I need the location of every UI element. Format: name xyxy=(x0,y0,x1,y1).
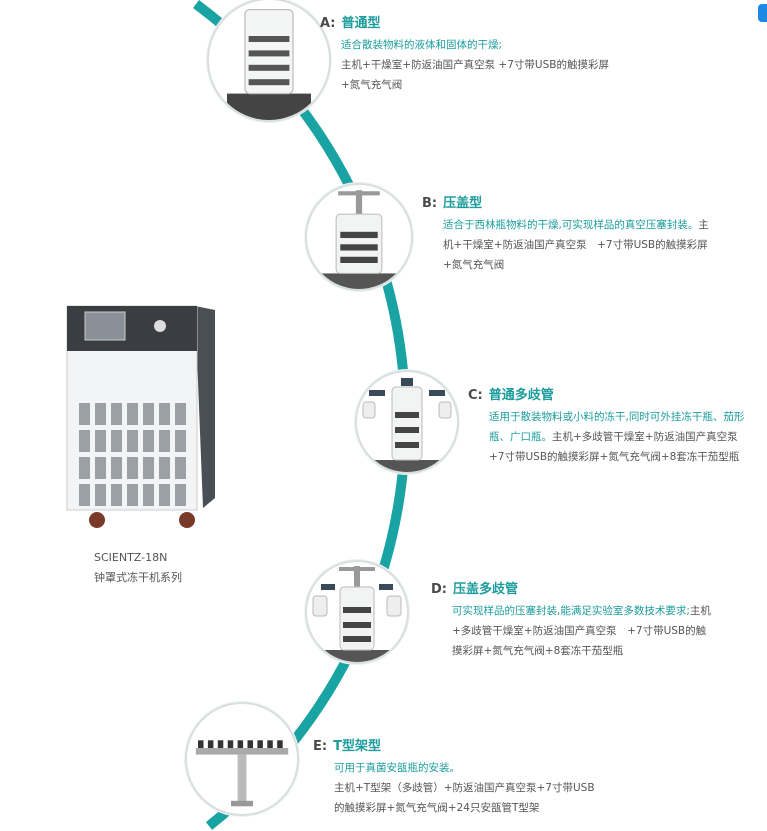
option-summary: 可用于真菌安瓿瓶的安装。 xyxy=(334,762,460,774)
vent-grille xyxy=(127,457,138,479)
option-title: 压盖多歧管 xyxy=(453,582,519,597)
vent-grille xyxy=(111,403,122,425)
option-letter: A: xyxy=(320,16,336,31)
option-d-image xyxy=(305,560,409,664)
option-summary: 适用于散装物料或小料的冻干,同时可外挂冻干瓶、茄形瓶、广口瓶。 xyxy=(489,411,745,443)
option-summary: 适合散装物料的液体和固体的干燥; xyxy=(341,39,503,51)
option-letter: B: xyxy=(422,196,438,211)
option-e: E: T型架型 可用于真菌安瓿瓶的安装。主机+T型架（多歧管）+防返油国产真空泵+… xyxy=(313,735,613,818)
vent-grille xyxy=(79,484,90,506)
vent-grille xyxy=(143,457,154,479)
option-d: D: 压盖多歧管 可实现样品的压塞封装,能满足实验室多数技术要求;主机+多歧管干燥… xyxy=(431,578,731,661)
vent-grille xyxy=(79,403,90,425)
option-summary: 可实现样品的压塞封装,能满足实验室多数技术要求; xyxy=(452,605,690,617)
vent-grille xyxy=(95,457,106,479)
vent-grille xyxy=(175,484,186,506)
option-c: C: 普通多歧管 适用于散装物料或小料的冻干,同时可外挂冻干瓶、茄形瓶、广口瓶。主… xyxy=(468,384,767,467)
vent-grille xyxy=(127,403,138,425)
option-config: 主机+干燥室+防返油国产真空泵 +7寸带USB的触摸彩屏+氮气充气阀 xyxy=(443,219,709,271)
machine-series: 钟罩式冻干机系列 xyxy=(94,571,182,584)
option-letter: D: xyxy=(431,582,447,597)
option-config: 主机+干燥室+防返油国产真空泵 +7寸带USB的触摸彩屏+氮气充气阀 xyxy=(341,59,609,91)
vent-grille xyxy=(111,430,122,452)
option-letter: E: xyxy=(313,739,328,754)
option-title: 普通多歧管 xyxy=(488,388,554,403)
vent-grille xyxy=(159,457,170,479)
vent-grille xyxy=(175,457,186,479)
vent-grille xyxy=(159,430,170,452)
machine-caption: SCIENTZ-18N 钟罩式冻干机系列 xyxy=(94,548,182,588)
vent-grille xyxy=(175,403,186,425)
vent-grille xyxy=(143,403,154,425)
vent-grille xyxy=(143,430,154,452)
option-config: 主机+T型架（多歧管）+防返油国产真空泵+7寸带USB的触摸彩屏+氮气充气阀+2… xyxy=(334,782,595,814)
freeze-dryer-image xyxy=(66,305,215,528)
vent-grille xyxy=(95,484,106,506)
option-b-image xyxy=(305,183,413,291)
option-config: 主机+多歧管干燥室+防返油国产真空泵 +7寸带USB的触摸彩屏+氮气充气阀+8套… xyxy=(452,605,711,657)
option-title: 压盖型 xyxy=(443,196,483,211)
option-c-image xyxy=(355,370,459,474)
machine-model: SCIENTZ-18N xyxy=(94,551,168,564)
vent-grille xyxy=(159,403,170,425)
option-config: 主机+多歧管干燥室+防返油国产真空泵 +7寸带USB的触摸彩屏+氮气充气阀+8套… xyxy=(489,431,749,463)
option-a: A: 普通型 适合散装物料的液体和固体的干燥; 主机+干燥室+防返油国产真空泵 +7… xyxy=(320,12,620,95)
vent-grille xyxy=(127,484,138,506)
option-title: 普通型 xyxy=(341,16,381,31)
option-a-image xyxy=(207,0,331,122)
vent-grille xyxy=(79,457,90,479)
vent-grille xyxy=(79,430,90,452)
option-title: T型架型 xyxy=(333,739,381,754)
option-b: B: 压盖型 适合于西林瓶物料的干燥,可实现样品的真空压塞封装。主机+干燥室+防返… xyxy=(422,192,722,275)
vent-grille xyxy=(175,430,186,452)
option-summary: 适合于西林瓶物料的干燥,可实现样品的真空压塞封装。 xyxy=(443,219,699,231)
vent-grille xyxy=(111,457,122,479)
vent-grille xyxy=(95,430,106,452)
vent-grille xyxy=(111,484,122,506)
vent-grille xyxy=(127,430,138,452)
corner-badge-icon xyxy=(758,4,767,22)
option-e-image xyxy=(185,702,299,816)
vent-grille xyxy=(159,484,170,506)
option-letter: C: xyxy=(468,388,483,403)
vent-grille xyxy=(143,484,154,506)
vent-grille xyxy=(95,403,106,425)
